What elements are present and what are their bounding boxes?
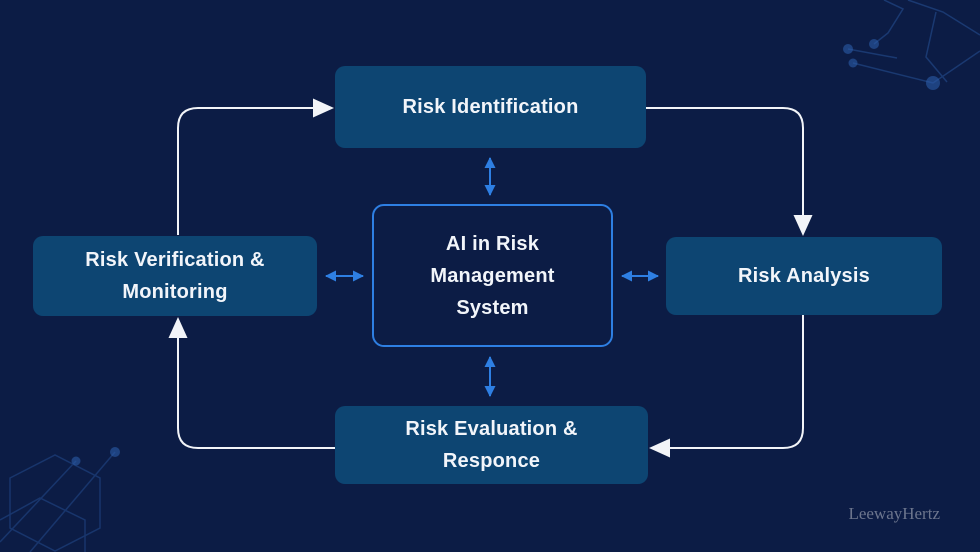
node-risk-identification-label: Risk Identification <box>402 96 579 118</box>
node-ai-risk-management-system: AI in Risk Management System <box>372 204 613 347</box>
cycle-path <box>177 107 804 449</box>
center-link-arrows <box>325 157 659 397</box>
node-risk-identification: Risk Identification <box>335 66 646 148</box>
edge-analysis-to-evaluation <box>670 315 804 449</box>
edge-evaluation-to-verification <box>177 338 335 449</box>
arrowhead-into-evaluation <box>649 438 670 458</box>
edge-identification-to-analysis <box>646 107 804 215</box>
circuit-lines-bottom-left <box>0 451 116 552</box>
arrowhead-into-verification <box>168 317 188 338</box>
node-risk-analysis: Risk Analysis <box>666 237 942 315</box>
node-ai-risk-management-system-label: AI in Risk Management System <box>430 232 555 319</box>
edge-verification-to-identification <box>177 107 314 235</box>
cycle-arrowheads <box>168 98 813 458</box>
node-risk-analysis-label: Risk Analysis <box>738 265 870 287</box>
circuit-nodes-top-right <box>843 39 940 90</box>
node-risk-evaluation-responce: Risk Evaluation & Responce <box>335 406 648 484</box>
node-risk-evaluation-responce-label: Risk Evaluation & Responce <box>405 418 578 472</box>
node-risk-verification-monitoring: Risk Verification & Monitoring <box>33 236 317 316</box>
node-risk-verification-monitoring-label: Risk Verification & Monitoring <box>85 249 265 303</box>
arrowhead-into-analysis <box>793 215 813 236</box>
arrowhead-into-identification <box>313 98 334 118</box>
circuit-nodes-bottom-left <box>71 447 120 466</box>
brand-watermark: LeewayHertz <box>848 504 940 523</box>
